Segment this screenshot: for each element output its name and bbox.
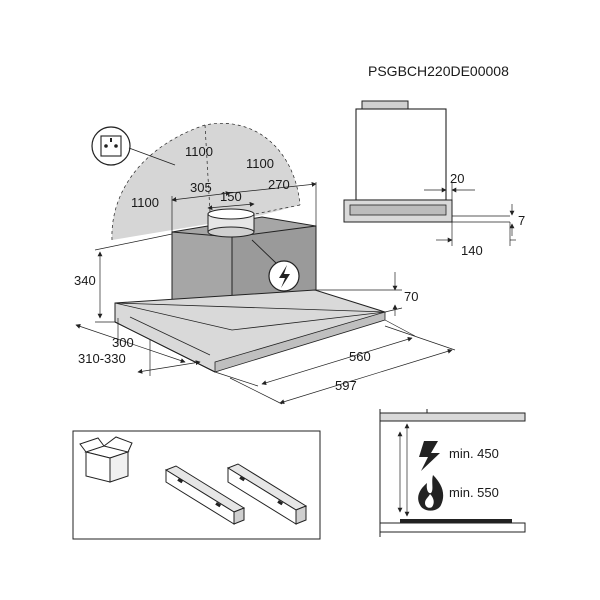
clearance-diagram bbox=[379, 409, 526, 537]
lightning-icon bbox=[419, 441, 440, 471]
side-view bbox=[343, 100, 516, 246]
bracket-part-2 bbox=[226, 463, 308, 525]
dim-side-depth: 140 bbox=[461, 243, 483, 258]
dim-height: 340 bbox=[74, 273, 96, 288]
outlet-collar bbox=[207, 208, 255, 238]
dim-radius-top: 1100 bbox=[185, 144, 213, 159]
dim-inner-width: 560 bbox=[349, 349, 371, 364]
dim-outlet-offset: 305 bbox=[190, 180, 212, 195]
dim-side-front: 20 bbox=[450, 171, 464, 186]
drawing-code: PSGBCH220DE00008 bbox=[368, 63, 509, 79]
label-min-gas: min. 550 bbox=[449, 485, 499, 500]
dim-radius-right: 1100 bbox=[246, 156, 274, 171]
socket-icon bbox=[91, 126, 176, 166]
bracket-part-1 bbox=[164, 465, 246, 525]
dim-side-thickness: 7 bbox=[518, 213, 525, 228]
dim-front-height: 70 bbox=[404, 289, 418, 304]
dim-radius-left: 1100 bbox=[131, 195, 159, 210]
dim-outlet-diameter: 150 bbox=[220, 189, 242, 204]
package-contents bbox=[72, 430, 321, 540]
hood-body bbox=[114, 216, 387, 373]
dim-outlet-right: 270 bbox=[268, 177, 290, 192]
dim-depth: 300 bbox=[112, 335, 134, 350]
dim-total-width: 597 bbox=[335, 378, 357, 393]
electric-connection-icon bbox=[251, 239, 300, 292]
power-zone bbox=[111, 123, 301, 241]
flame-icon bbox=[418, 475, 444, 511]
dim-depth-range: 310-330 bbox=[78, 351, 126, 366]
label-min-electric: min. 450 bbox=[449, 446, 499, 461]
box-icon bbox=[79, 436, 133, 483]
